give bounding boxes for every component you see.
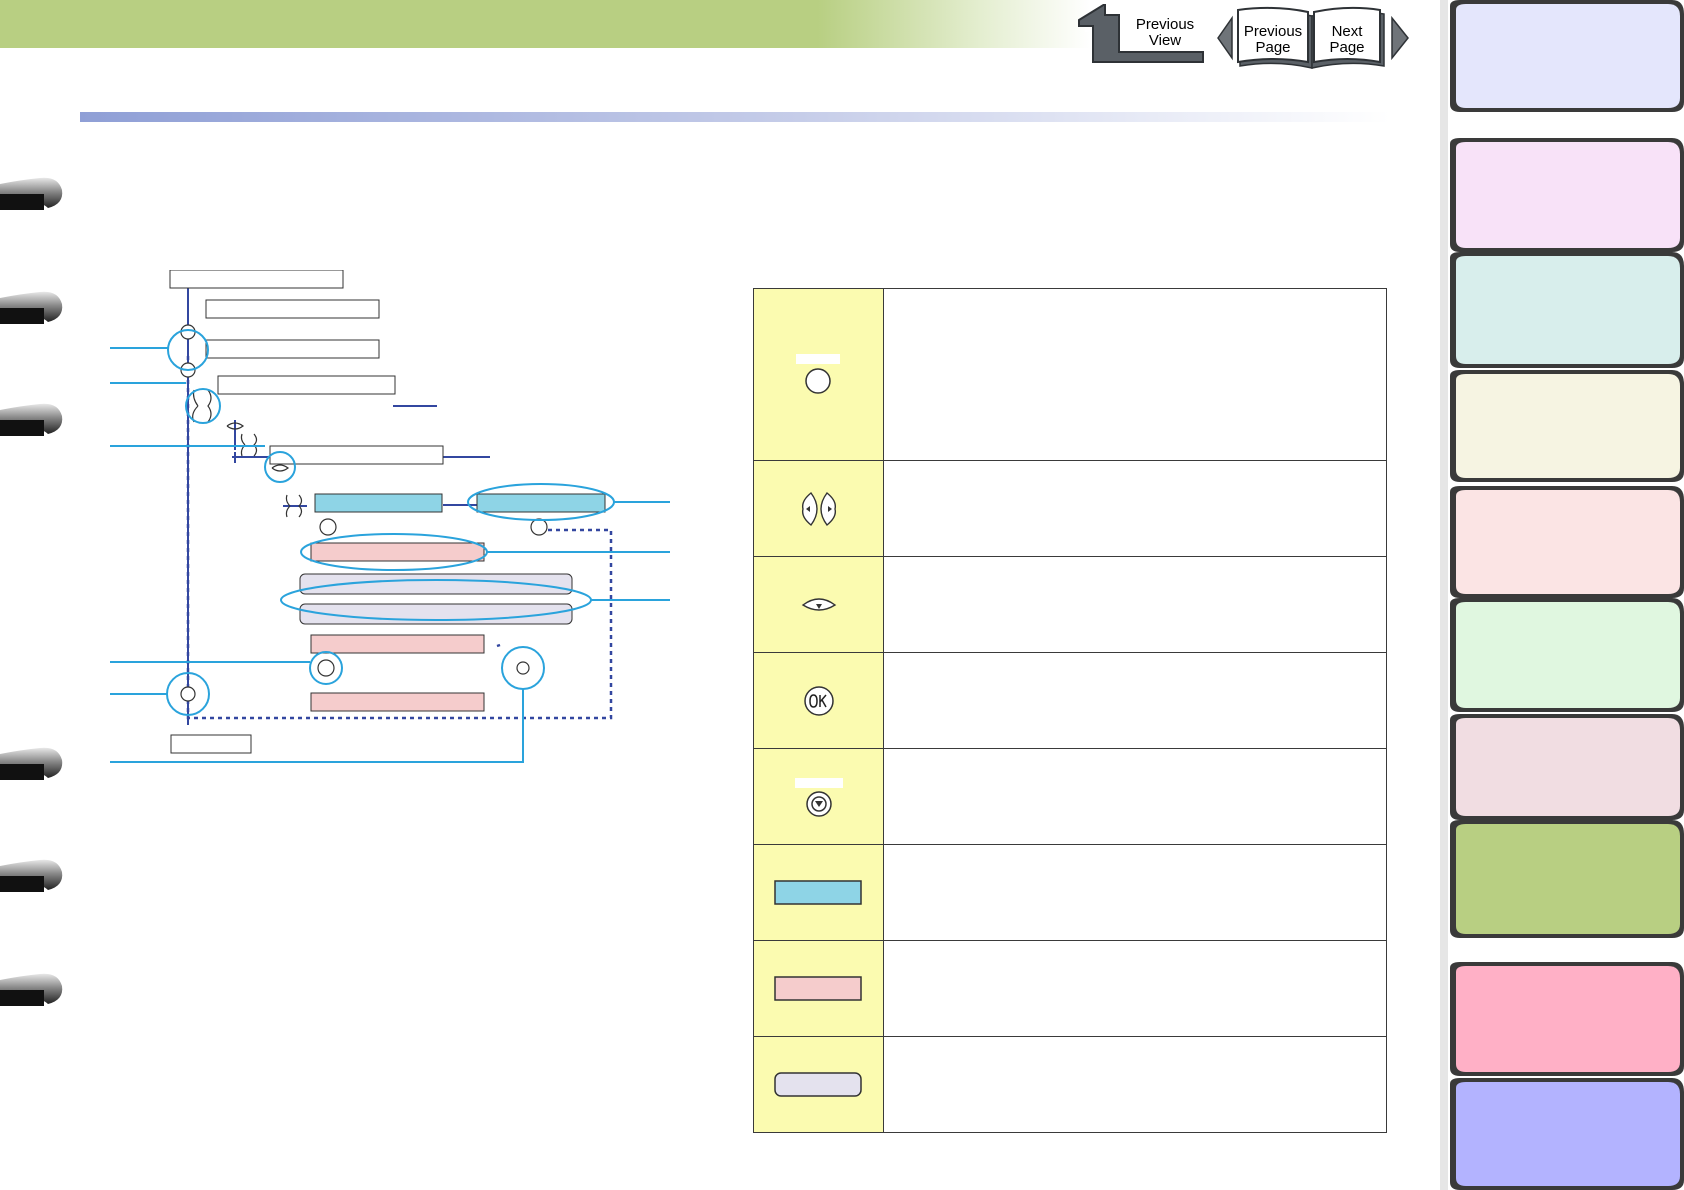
ok-button-icon	[319, 518, 337, 536]
prev-page-label-2: Page	[1255, 39, 1290, 56]
page-navigation: Previous Page Next Page	[1216, 6, 1410, 72]
menu-box	[205, 339, 380, 359]
next-page-label-2: Page	[1329, 39, 1364, 56]
legend-row	[753, 940, 1387, 1037]
legend-symbol	[753, 844, 884, 941]
pink-menu-box	[310, 634, 485, 654]
legend-description	[883, 460, 1387, 557]
legend-description	[883, 1036, 1387, 1133]
ring-icon	[0, 859, 63, 892]
legend-symbol	[753, 460, 884, 557]
legend-description	[883, 652, 1387, 749]
legend-row	[753, 652, 1387, 749]
chapter-tab[interactable]	[1450, 0, 1684, 112]
legend-symbol	[753, 652, 884, 749]
chapter-tab[interactable]	[1450, 1078, 1684, 1190]
legend-description	[883, 844, 1387, 941]
chapter-tabs	[1440, 0, 1684, 1190]
chapter-tab[interactable]	[1450, 714, 1684, 820]
lavender-menu-box-swatch	[773, 1071, 862, 1097]
chapter-tab[interactable]	[1450, 252, 1684, 368]
menu-box	[170, 734, 252, 754]
legend-row	[753, 460, 1387, 557]
binder-rings	[0, 177, 63, 1006]
legend-description	[883, 556, 1387, 653]
left-triangle-icon	[1217, 15, 1233, 61]
stop-button-icon	[516, 661, 530, 675]
ring-icon	[0, 177, 63, 210]
return-path	[186, 356, 613, 720]
legend-symbol	[753, 748, 884, 845]
menu-box	[205, 299, 380, 319]
chapter-tab[interactable]	[1450, 486, 1684, 598]
lavender-menu-box	[299, 573, 573, 595]
legend-table	[753, 288, 1387, 1133]
prev-page-label-1: Previous	[1244, 23, 1302, 40]
legend-symbol	[753, 556, 884, 653]
ok-button-icon	[317, 659, 335, 677]
ring-icon	[0, 403, 63, 436]
ok-button-icon	[530, 518, 548, 536]
menu-button-icon	[795, 353, 840, 394]
legend-row	[753, 844, 1387, 941]
pink-menu-box-swatch	[773, 975, 862, 1001]
callout-marks	[110, 329, 670, 763]
down-arrow-button-icon	[801, 597, 836, 611]
menu-flow-diagram	[110, 270, 670, 763]
header-band	[0, 0, 1090, 48]
previous-view-button[interactable]: Previous View	[1075, 2, 1210, 64]
ring-icon	[0, 747, 63, 780]
menu-button-icon	[180, 686, 196, 702]
legend-description	[883, 748, 1387, 845]
left-right-arrow-buttons-icon	[801, 491, 836, 526]
menu-box	[169, 270, 344, 289]
legend-symbol	[753, 940, 884, 1037]
ring-icon	[0, 291, 63, 324]
legend-description	[883, 940, 1387, 1037]
legend-symbol	[753, 288, 884, 461]
menu-box	[269, 445, 444, 465]
ok-button-icon	[803, 685, 834, 716]
down-arrow-button-icon	[226, 422, 290, 472]
next-page-button[interactable]: Next Page	[1311, 6, 1409, 69]
title-rule	[80, 112, 1390, 122]
blue-menu-box-swatch	[773, 879, 862, 905]
prev-view-label-1: Previous	[1136, 16, 1194, 33]
blue-menu-box	[476, 493, 606, 513]
previous-page-button[interactable]: Previous Page	[1216, 6, 1313, 69]
chapter-tab[interactable]	[1450, 820, 1684, 938]
return-arrow-icon: Previous View	[1078, 2, 1205, 63]
legend-row	[753, 1036, 1387, 1133]
menu-button-icon	[180, 324, 196, 340]
menu-box	[217, 375, 396, 395]
chapter-tab[interactable]	[1450, 962, 1684, 1076]
chapter-tab[interactable]	[1450, 598, 1684, 712]
blue-menu-box	[314, 493, 443, 513]
stop-button-icon	[794, 777, 843, 817]
pink-menu-box	[310, 542, 485, 562]
legend-description	[883, 288, 1387, 461]
ring-icon	[0, 973, 63, 1006]
next-page-label-1: Next	[1332, 23, 1364, 40]
chapter-tab[interactable]	[1450, 370, 1684, 482]
pink-menu-box	[310, 692, 485, 712]
legend-symbol	[753, 1036, 884, 1133]
chapter-tab[interactable]	[1450, 138, 1684, 252]
prev-view-label-2: View	[1149, 32, 1181, 49]
legend-row	[753, 288, 1387, 461]
right-triangle-icon	[1391, 15, 1409, 61]
legend-row	[753, 748, 1387, 845]
legend-row	[753, 556, 1387, 653]
